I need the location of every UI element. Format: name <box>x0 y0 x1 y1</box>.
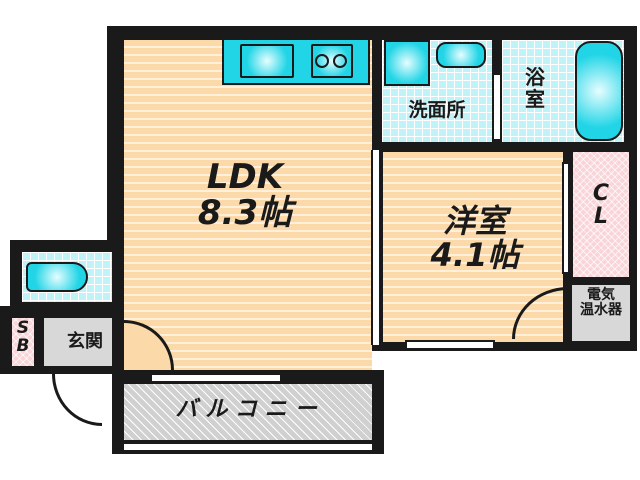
washing-machine-icon <box>384 40 430 86</box>
sink-icon <box>240 44 294 78</box>
washroom-label: 洗面所 <box>408 99 466 121</box>
washbasin-icon <box>436 42 486 68</box>
sliding-door[interactable] <box>371 150 381 345</box>
ldk-label: LDK 8.3帖 <box>170 157 320 233</box>
bath-label: 浴 室 <box>525 65 545 111</box>
window[interactable] <box>150 373 282 383</box>
room-ldk <box>124 40 372 370</box>
toilet-icon <box>26 262 88 292</box>
window[interactable] <box>405 340 495 350</box>
entrance-label: 玄関 <box>67 331 103 352</box>
western-label: 洋室 4.1帖 <box>430 202 520 274</box>
ldk-name: LDK <box>206 157 284 197</box>
balcony <box>124 384 372 440</box>
room-closet <box>573 152 629 277</box>
balcony-rail <box>124 444 372 450</box>
water-heater-label: 電気 温水器 <box>580 287 622 319</box>
closet-label: C L <box>592 181 610 230</box>
closet-door[interactable] <box>562 162 570 274</box>
bathtub-icon <box>575 41 623 141</box>
shoe-box <box>12 318 34 366</box>
bath-door[interactable] <box>493 74 501 140</box>
room-entrance <box>44 318 112 366</box>
entrance-door[interactable] <box>52 374 102 426</box>
water-heater <box>572 285 630 341</box>
burner-icon <box>315 54 329 68</box>
shoe-box-label: S B <box>16 318 30 356</box>
ldk-size: 8.3帖 <box>197 192 293 233</box>
burner-icon <box>333 54 347 68</box>
balcony-label: バルコニー <box>175 397 325 422</box>
